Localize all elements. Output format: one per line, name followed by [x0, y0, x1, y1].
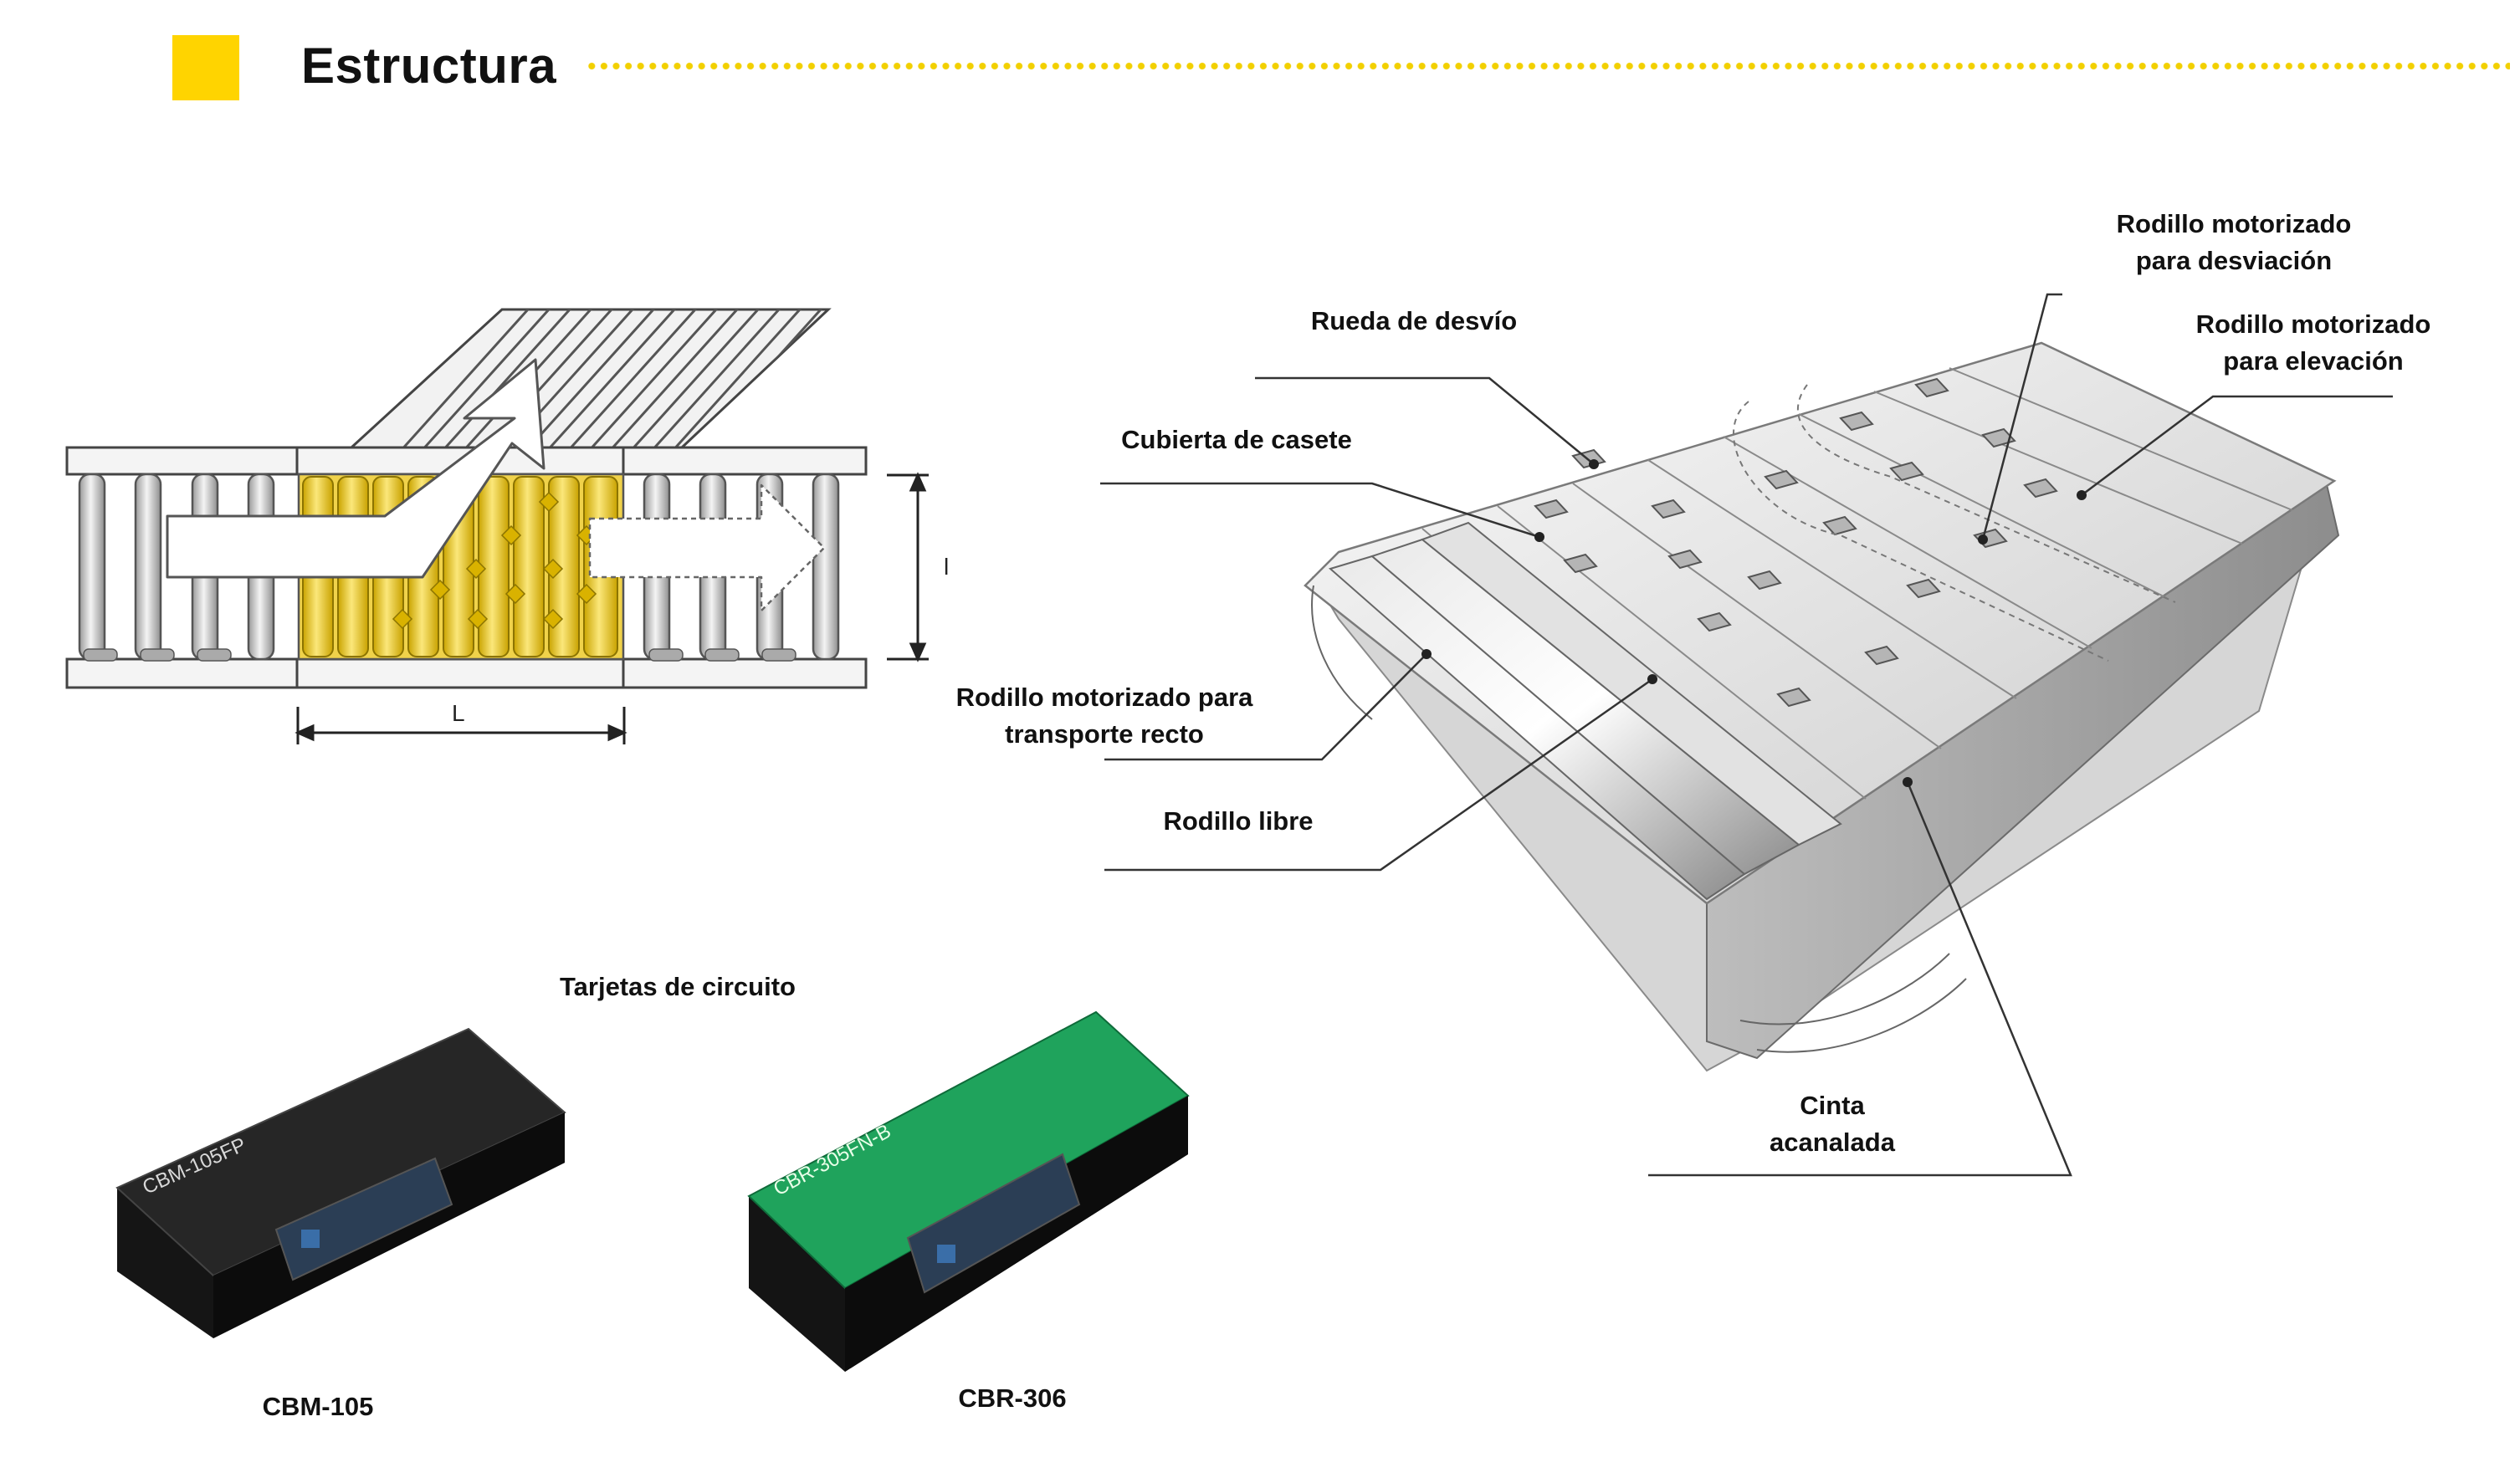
circuit-boards-title: Tarjetas de circuito — [560, 972, 796, 1001]
label-rodillo-transporte: Rodillo motorizado para transporte recto — [955, 683, 1253, 749]
circuit-board-caption-2: CBR-306 — [958, 1383, 1067, 1413]
label-cubierta-casete: Cubierta de casete — [1121, 425, 1352, 454]
length-dimension — [295, 707, 627, 744]
section-marker — [172, 35, 239, 100]
length-dimension-label: L — [452, 700, 465, 726]
label-rodillo-desviacion: Rodillo motorizado para desviación — [2116, 209, 2352, 275]
label-rodillo-libre: Rodillo libre — [1163, 806, 1314, 836]
circuit-board-caption-1: CBM-105 — [262, 1392, 374, 1421]
circuit-board-cbm-105: CBM-105FP — [115, 1027, 566, 1338]
section-title: Estructura — [301, 38, 557, 94]
height-dimension — [887, 472, 929, 662]
height-dimension-label: l — [944, 554, 949, 580]
label-rueda-desvio: Rueda de desvío — [1310, 306, 1518, 335]
straight-arrow — [588, 483, 826, 612]
dotted-divider — [586, 62, 2510, 70]
label-cinta-acanalada: Cinta acanalada — [1770, 1091, 1895, 1157]
divert-module-illustration — [1304, 341, 2340, 1072]
circuit-board-cbr-306: CBR-305FN-B — [747, 1010, 1190, 1372]
conveyor-schematic: l L — [65, 308, 949, 744]
label-rodillo-elevacion: Rodillo motorizado para elevación — [2195, 309, 2431, 376]
divert-arrow — [166, 358, 545, 579]
front-rollers — [1328, 521, 1842, 901]
